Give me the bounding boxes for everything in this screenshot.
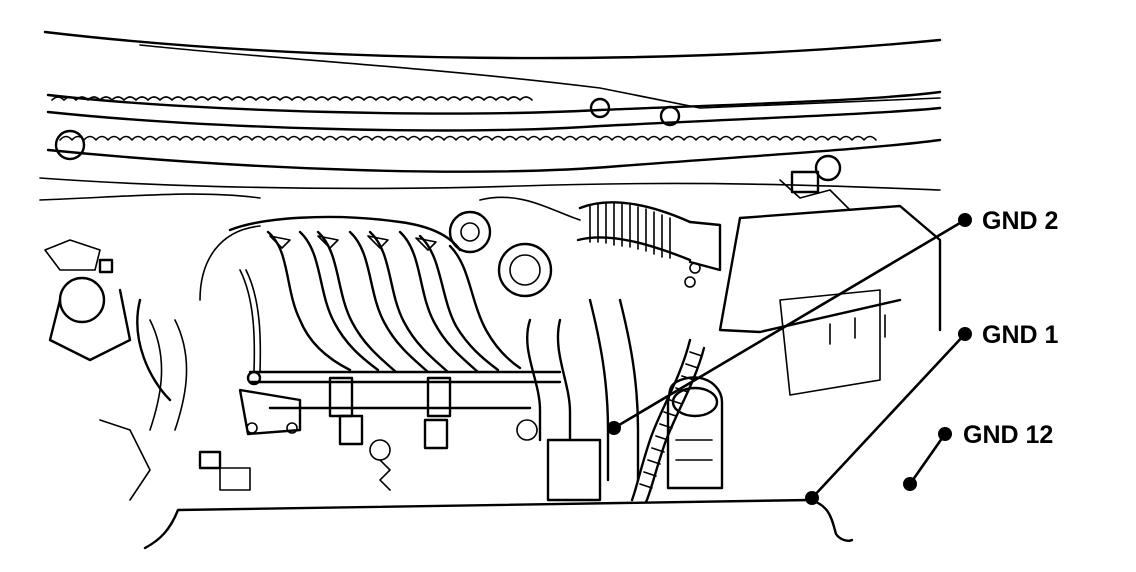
hood-edge [43, 30, 942, 109]
callout-dot-gnd-1 [958, 327, 972, 341]
label-gnd-12: GND 12 [963, 421, 1053, 449]
wiring-harness [630, 338, 706, 504]
ground-point-gnd-2 [607, 421, 621, 435]
front-bumper-edge [143, 498, 854, 550]
fuel-rail [238, 269, 562, 450]
ground-point-gnd-1 [805, 491, 819, 505]
label-gnd-2: GND 2 [982, 207, 1058, 235]
callout-gnd-12: GND 12 [903, 421, 1053, 491]
ground-point-gnd-12 [903, 477, 917, 491]
cowl-panel [46, 90, 942, 182]
callout-gnd-2: GND 2 [607, 207, 1058, 435]
callout-dot-gnd-12 [938, 427, 952, 441]
firewall-area [39, 170, 941, 211]
left-components [44, 239, 538, 501]
intake-hose [448, 201, 722, 298]
callout-dot-gnd-2 [958, 213, 972, 227]
intake-manifold [199, 215, 522, 374]
hoses [136, 196, 640, 502]
reservoir [666, 376, 724, 490]
callout-gnd-1: GND 1 [805, 321, 1059, 505]
air-filter-box [718, 204, 942, 396]
label-gnd-1: GND 1 [982, 321, 1059, 349]
